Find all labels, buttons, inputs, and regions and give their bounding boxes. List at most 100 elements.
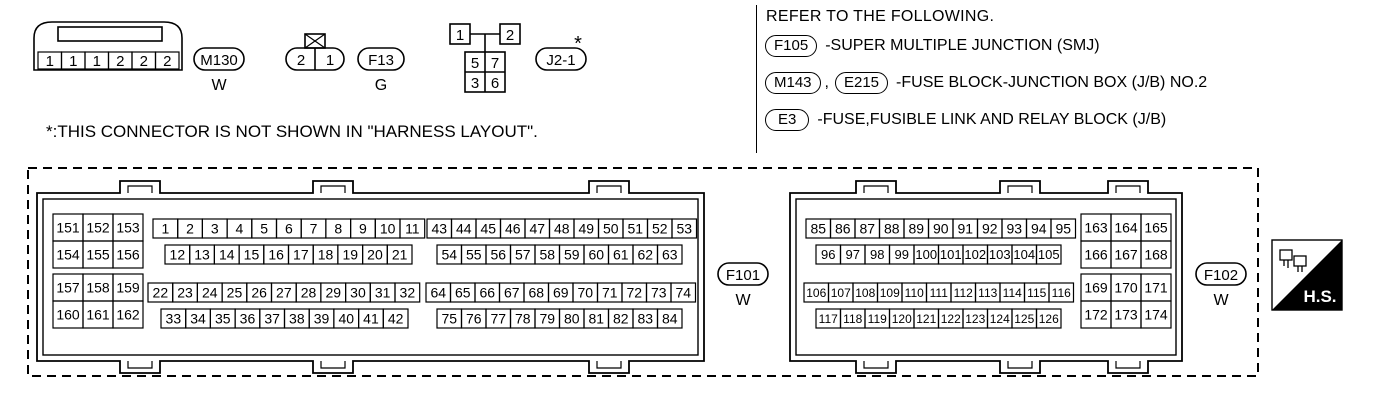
pin-number: 52 <box>652 221 668 237</box>
pin-number: 78 <box>515 311 531 327</box>
pin-number: 160 <box>56 307 80 323</box>
pin-number: 166 <box>1084 247 1108 263</box>
f102-code: F102 <box>1204 267 1238 284</box>
pin-number: 42 <box>388 311 404 327</box>
pin-number: 167 <box>1114 247 1138 263</box>
reference-code-e3: E3 <box>765 109 810 131</box>
pin-number: 164 <box>1114 220 1138 236</box>
f13-color: G <box>375 77 387 94</box>
pin-cell <box>671 218 698 239</box>
pin-number: 19 <box>342 247 358 263</box>
pin-number: 170 <box>1114 280 1138 296</box>
section-divider <box>756 5 757 153</box>
pin-number: 71 <box>602 285 618 301</box>
f13-connector: 2 1 <box>285 33 345 71</box>
pin-number: 61 <box>613 247 629 263</box>
pin-number: 2 <box>116 53 124 70</box>
pin-number: 81 <box>588 311 604 327</box>
pin-number: 83 <box>637 311 653 327</box>
pin-cell <box>112 300 144 329</box>
pin-number: 73 <box>651 285 667 301</box>
pin-number: 125 <box>1014 312 1034 326</box>
pin-number: 117 <box>819 312 838 326</box>
pin-number: 87 <box>859 221 875 237</box>
pin-number: 2 <box>163 53 171 70</box>
pin-cell <box>386 244 413 265</box>
pin-number: 158 <box>86 280 110 296</box>
pin-number: 104 <box>1013 247 1035 262</box>
pin-number: 163 <box>1084 220 1108 236</box>
pin-number: 121 <box>916 312 936 326</box>
pin-cell <box>670 282 697 303</box>
pin-number: 51 <box>627 221 643 237</box>
pin-number: 69 <box>553 285 569 301</box>
pin-number: 122 <box>941 312 961 326</box>
harness-connector-icon <box>1279 249 1307 272</box>
hs-badge: H.S. <box>1271 239 1343 311</box>
j2-pin-7: 7 <box>491 55 499 72</box>
pin-number: 6 <box>285 221 293 237</box>
pin-number: 36 <box>240 311 256 327</box>
pin-number: 4 <box>236 221 244 237</box>
harness-boundary <box>27 167 1259 377</box>
reference-item-jb: E3 -FUSE,FUSIBLE LINK AND RELAY BLOCK (J… <box>765 107 1166 133</box>
reference-item-jb2: M143 , E215 -FUSE BLOCK-JUNCTION BOX (J/… <box>765 70 1207 96</box>
pin-number: 13 <box>194 247 210 263</box>
pin-number: 24 <box>202 285 218 301</box>
pin-number: 63 <box>662 247 678 263</box>
pin-number: 174 <box>1144 307 1168 323</box>
pin-number: 103 <box>989 247 1011 262</box>
pin-number: 25 <box>227 285 243 301</box>
pin-number: 12 <box>170 247 186 263</box>
pin-number: 37 <box>264 311 280 327</box>
pin-number: 65 <box>455 285 471 301</box>
pin-number: 47 <box>529 221 545 237</box>
pin-number: 11 <box>405 221 420 237</box>
pin-cell <box>154 51 180 70</box>
j2-pin-2: 2 <box>506 27 514 44</box>
pin-number: 106 <box>806 286 826 300</box>
f101-color: W <box>735 292 751 309</box>
pin-number: 17 <box>293 247 309 263</box>
f101-label: F101 W <box>717 262 769 309</box>
pin-number: 165 <box>1144 220 1168 236</box>
pin-number: 56 <box>490 247 506 263</box>
pin-number: 105 <box>1038 247 1060 262</box>
f101-code: F101 <box>726 267 760 284</box>
pin-number: 43 <box>431 221 447 237</box>
pin-number: 124 <box>990 312 1010 326</box>
pin-number: 113 <box>978 286 997 300</box>
pin-number: 157 <box>56 280 80 296</box>
j2-code: J2-1 <box>546 52 575 69</box>
pin-number: 10 <box>380 221 396 237</box>
j2-connector: 1 2 5 7 3 6 <box>449 23 521 93</box>
pin-number: 27 <box>276 285 292 301</box>
pin-number: 126 <box>1039 312 1059 326</box>
pin-number: 53 <box>676 221 692 237</box>
pin-cell <box>1050 218 1077 239</box>
pin-number: 16 <box>268 247 284 263</box>
pin-number: 67 <box>504 285 520 301</box>
pin-number: 40 <box>338 311 354 327</box>
pin-number: 26 <box>251 285 267 301</box>
pin-number: 111 <box>930 286 949 300</box>
pin-number: 155 <box>86 247 110 263</box>
pin-number: 59 <box>564 247 580 263</box>
reference-code-m143: M143 <box>765 72 821 94</box>
pin-cell <box>382 308 409 329</box>
pin-number: 1 <box>46 53 54 70</box>
pin-number: 119 <box>868 312 887 326</box>
pin-number: 118 <box>843 312 862 326</box>
pin-number: 39 <box>314 311 330 327</box>
pin-number: 90 <box>933 221 949 237</box>
pin-number: 8 <box>334 221 342 237</box>
pin-number: 21 <box>392 247 408 263</box>
pin-number: 159 <box>116 280 140 296</box>
pin-number: 58 <box>539 247 555 263</box>
pin-number: 35 <box>215 311 231 327</box>
reference-text-smj: -SUPER MULTIPLE JUNCTION (SMJ) <box>825 37 1100 54</box>
m130-code: M130 <box>200 52 238 69</box>
